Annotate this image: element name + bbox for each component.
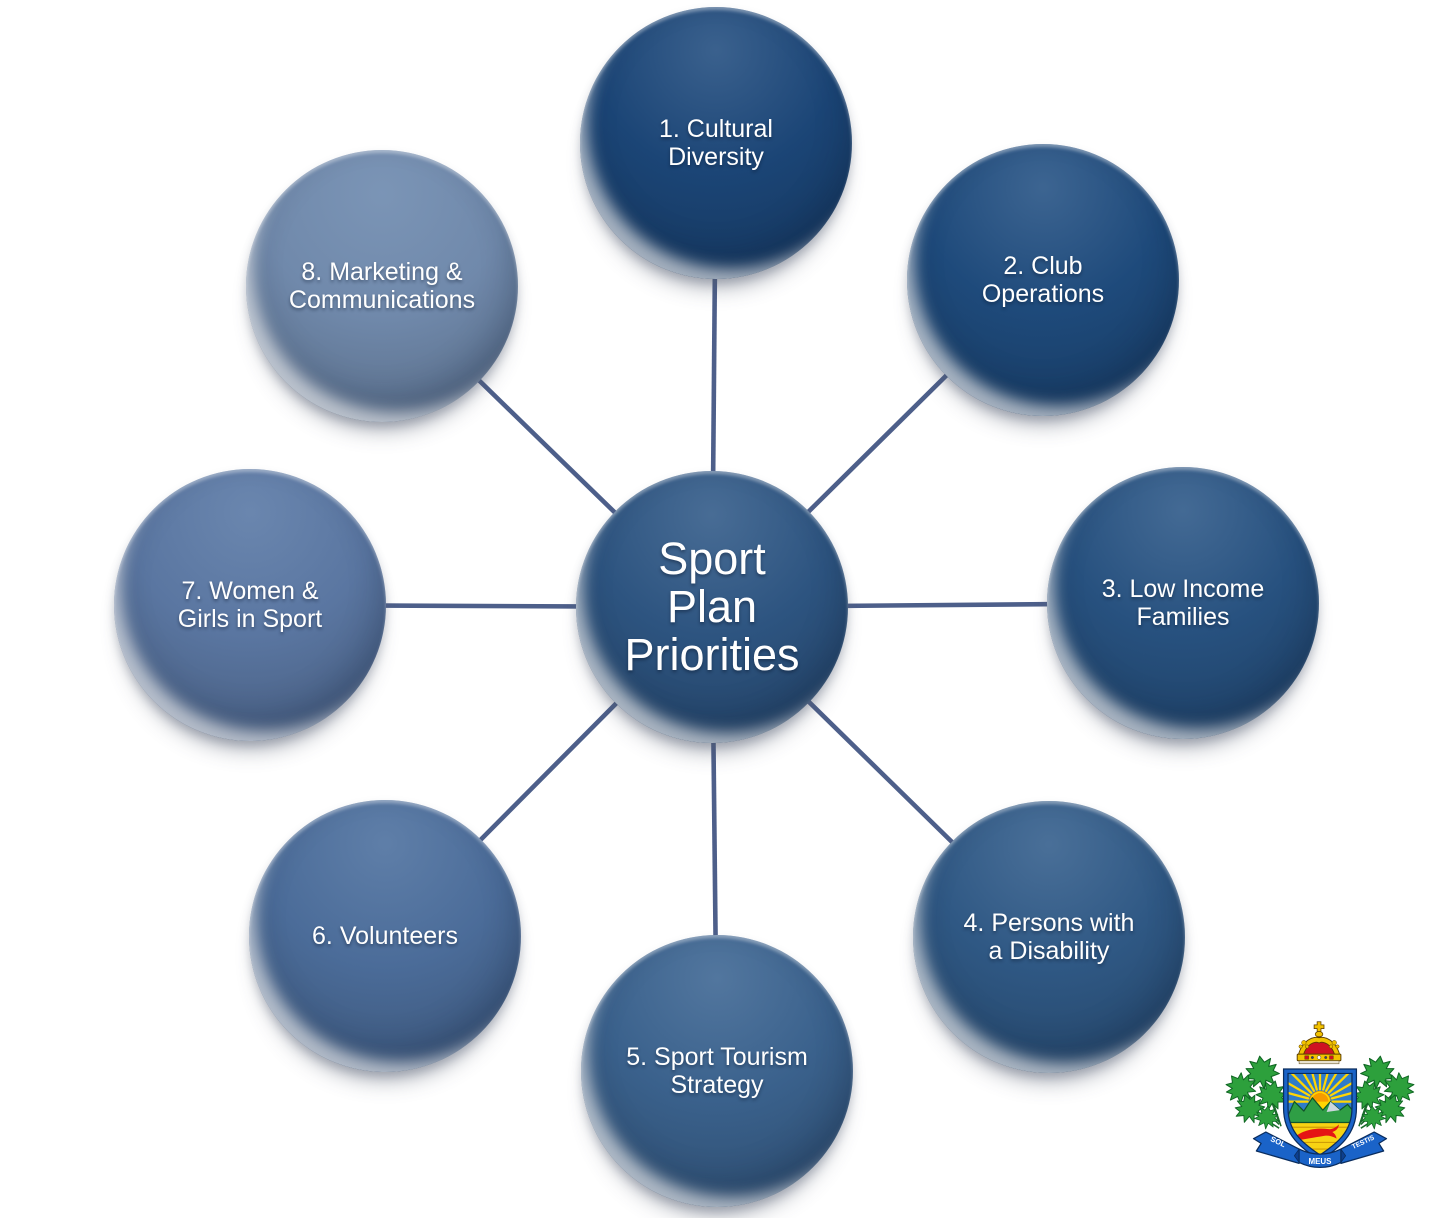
- maple-leaves-right: [1350, 1054, 1416, 1130]
- node-sport-plan-priorities: Sport Plan Priorities: [576, 471, 848, 743]
- ribbon-center-band: [1298, 1148, 1342, 1169]
- coat-of-arms-logo: SOL TESTIS MEUS: [1224, 1018, 1416, 1170]
- ribbon-left-wing: [1252, 1131, 1300, 1164]
- ribbon-right-wing: [1340, 1131, 1388, 1164]
- motto-ribbon: [1252, 1131, 1388, 1169]
- node-cultural-diversity: 1. Cultural Diversity: [580, 7, 852, 279]
- crown-base-band: [1298, 1060, 1340, 1065]
- salmon-fish: [1293, 1124, 1339, 1141]
- diagram-title: Sport Plan Priorities: [624, 533, 800, 680]
- node-label: 3. Low Income Families: [1101, 575, 1265, 631]
- shield: [1285, 1071, 1355, 1158]
- node-persons-with-disability: 4. Persons with a Disability: [913, 801, 1185, 1073]
- maple-leaves: [1224, 1054, 1416, 1130]
- node-label: 2. Club Operations: [981, 252, 1105, 308]
- node-low-income-families: 3. Low Income Families: [1047, 467, 1319, 739]
- node-club-operations: 2. Club Operations: [907, 144, 1179, 416]
- coat-of-arms: SOL TESTIS MEUS: [1224, 1021, 1416, 1169]
- crown: [1296, 1021, 1342, 1065]
- crown-cross-icon: [1313, 1021, 1325, 1033]
- node-label: 1. Cultural Diversity: [659, 115, 773, 171]
- crown-arches: [1298, 1037, 1341, 1060]
- node-sport-tourism-strategy: 5. Sport Tourism Strategy: [581, 935, 853, 1207]
- node-marketing-communications: 8. Marketing & Communications: [246, 150, 518, 422]
- node-women-girls-in-sport: 7. Women & Girls in Sport: [114, 469, 386, 741]
- mountain-snow-facet: [1326, 1101, 1340, 1113]
- motto-center: MEUS: [1308, 1157, 1331, 1166]
- node-label: 6. Volunteers: [312, 922, 458, 950]
- node-volunteers: 6. Volunteers: [249, 800, 521, 1072]
- sun-inner: [1311, 1093, 1329, 1102]
- node-label: 4. Persons with a Disability: [963, 909, 1135, 965]
- node-label: 5. Sport Tourism Strategy: [626, 1043, 808, 1099]
- node-label: 7. Women & Girls in Sport: [177, 577, 323, 633]
- crown-jewels: [1304, 1055, 1334, 1060]
- maple-leaves-left: [1224, 1053, 1291, 1131]
- node-label: 8. Marketing & Communications: [288, 258, 476, 314]
